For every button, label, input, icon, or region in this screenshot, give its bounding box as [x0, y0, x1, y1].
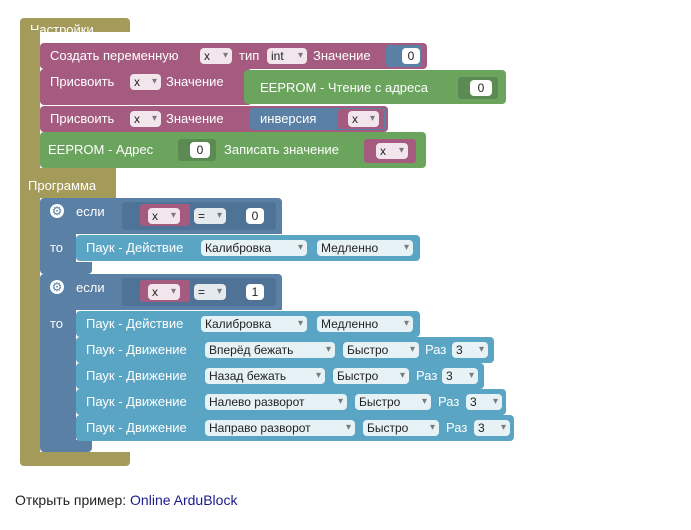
program-title: Программа [28, 178, 97, 193]
online-ardublock-link[interactable]: Online ArduBlock [130, 492, 238, 508]
times-label-2: Раз [416, 368, 438, 383]
times-dropdown-2[interactable]: 3 [442, 368, 478, 384]
write-variable-dropdown[interactable]: x [376, 143, 408, 159]
value-label: Значение [313, 48, 371, 63]
create-variable-label: Создать переменную [50, 48, 179, 63]
create-variable-block[interactable] [40, 43, 427, 69]
assign2-variable-dropdown[interactable]: x [130, 111, 161, 127]
spider-action-label-2: Паук - Действие [86, 316, 184, 331]
program-block-spine [20, 196, 40, 454]
times-dropdown-4[interactable]: 3 [474, 420, 510, 436]
inversion-variable-dropdown[interactable]: x [348, 111, 379, 127]
spider-action-label-1: Паук - Действие [86, 240, 184, 255]
inversion-label: инверсия [260, 111, 317, 126]
operator-dropdown-1[interactable]: = [194, 208, 226, 224]
if-block-1-bottom [40, 262, 92, 274]
spider-move-label-4: Паук - Движение [86, 420, 187, 435]
condition-value-field-1[interactable]: 0 [246, 208, 264, 224]
eeprom-write-block[interactable] [40, 132, 426, 168]
move-speed-dropdown-1[interactable]: Быстро [343, 342, 419, 358]
program-block-bottom [20, 452, 130, 466]
move-speed-dropdown-3[interactable]: Быстро [355, 394, 431, 410]
footer: Открыть пример: Online ArduBlock [15, 492, 237, 508]
action-mode-dropdown-2[interactable]: Калибровка [201, 316, 307, 332]
footer-prefix: Открыть пример: [15, 492, 127, 508]
eeprom-read-label: EEPROM - Чтение с адреса [260, 80, 428, 95]
assign-value-label: Значение [166, 74, 224, 89]
if-block-2-bottom [40, 440, 92, 452]
assign2-value-label: Значение [166, 111, 224, 126]
type-dropdown[interactable]: int [267, 48, 307, 64]
times-dropdown-1[interactable]: 3 [452, 342, 488, 358]
action-speed-dropdown-1[interactable]: Медленно [317, 240, 413, 256]
condition-value-field-2[interactable]: 1 [246, 284, 264, 300]
times-dropdown-3[interactable]: 3 [466, 394, 502, 410]
times-label-4: Раз [446, 420, 468, 435]
value-number-field[interactable]: 0 [402, 48, 420, 64]
gear-icon[interactable]: ⚙ [50, 280, 64, 294]
gear-icon[interactable]: ⚙ [50, 204, 64, 218]
settings-title: Настройки [30, 22, 94, 37]
assign-label: Присвоить [50, 74, 115, 89]
spider-move-label-3: Паук - Движение [86, 394, 187, 409]
eeprom-write-address-field[interactable]: 0 [190, 142, 210, 158]
settings-block[interactable] [20, 18, 130, 32]
move-direction-dropdown-2[interactable]: Назад бежать [205, 368, 325, 384]
move-direction-dropdown-3[interactable]: Налево разворот [205, 394, 347, 410]
spider-move-label-1: Паук - Движение [86, 342, 187, 357]
if-block-2-spine [40, 310, 76, 442]
variable-name-dropdown[interactable]: x [200, 48, 232, 64]
times-label-1: Раз [425, 342, 447, 357]
spider-move-label-2: Паук - Движение [86, 368, 187, 383]
move-speed-dropdown-2[interactable]: Быстро [333, 368, 409, 384]
eeprom-address-label: EEPROM - Адрес [48, 142, 154, 157]
assign-label-2: Присвоить [50, 111, 115, 126]
move-direction-dropdown-1[interactable]: Вперёд бежать [205, 342, 335, 358]
condition-variable-dropdown-1[interactable]: x [148, 208, 180, 224]
if-label-1: если [76, 204, 105, 219]
then-label-1: то [50, 240, 64, 255]
operator-dropdown-2[interactable]: = [194, 284, 226, 300]
write-value-label: Записать значение [224, 142, 339, 157]
settings-block-spine [20, 30, 40, 170]
action-mode-dropdown-1[interactable]: Калибровка [201, 240, 307, 256]
move-direction-dropdown-4[interactable]: Направо разворот [205, 420, 355, 436]
program-block[interactable] [20, 172, 116, 198]
eeprom-read-address-field[interactable]: 0 [470, 80, 492, 96]
type-label: тип [239, 48, 260, 63]
assign-variable-dropdown[interactable]: x [130, 74, 161, 90]
condition-variable-dropdown-2[interactable]: x [148, 284, 180, 300]
if-label-2: если [76, 280, 105, 295]
then-label-2: то [50, 316, 64, 331]
times-label-3: Раз [438, 394, 460, 409]
move-speed-dropdown-4[interactable]: Быстро [363, 420, 439, 436]
action-speed-dropdown-2[interactable]: Медленно [317, 316, 413, 332]
